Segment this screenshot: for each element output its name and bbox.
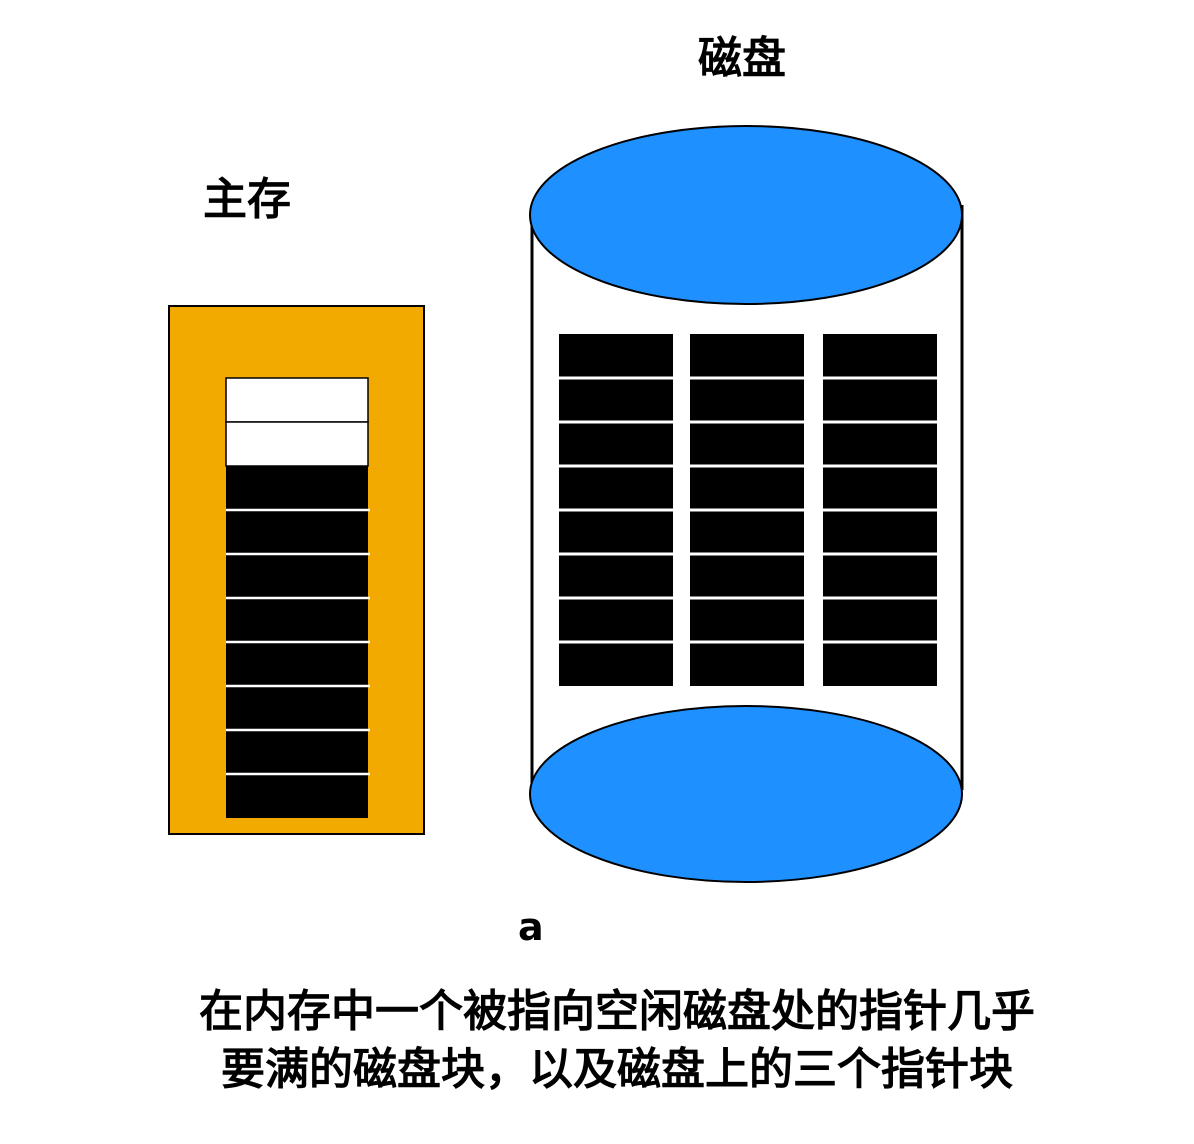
memory-free-slot xyxy=(225,377,369,423)
caption-line-2: 要满的磁盘块，以及磁盘上的三个指针块 xyxy=(221,1044,1013,1095)
memory-used-slot xyxy=(226,598,368,642)
memory-used-slot xyxy=(226,642,368,686)
disk-pointer-block xyxy=(821,334,939,686)
memory-label: 主存 xyxy=(203,174,291,225)
panel-letter: a xyxy=(518,905,544,949)
disk-pointer-block xyxy=(557,334,675,686)
caption-line-1: 在内存中一个被指向空闲磁盘处的指针几乎 xyxy=(199,986,1035,1037)
memory-free-slot xyxy=(225,421,369,467)
memory-used-slot xyxy=(226,730,368,774)
main-memory xyxy=(168,305,425,835)
disk-pointer-block xyxy=(688,334,806,686)
disk-top-ellipse xyxy=(529,125,963,305)
disk xyxy=(529,125,964,883)
memory-pointer-block xyxy=(225,377,370,818)
disk-pointer-blocks xyxy=(557,334,939,686)
memory-used-slot xyxy=(226,466,368,510)
disk-bottom-ellipse xyxy=(529,705,963,883)
memory-used-slot xyxy=(226,686,368,730)
caption: 在内存中一个被指向空闲磁盘处的指针几乎 要满的磁盘块，以及磁盘上的三个指针块 xyxy=(0,983,1194,1099)
disk-label: 磁盘 xyxy=(698,33,786,84)
memory-used-slot xyxy=(226,554,368,598)
memory-used-slot xyxy=(226,774,368,818)
memory-used-slot xyxy=(226,510,368,554)
